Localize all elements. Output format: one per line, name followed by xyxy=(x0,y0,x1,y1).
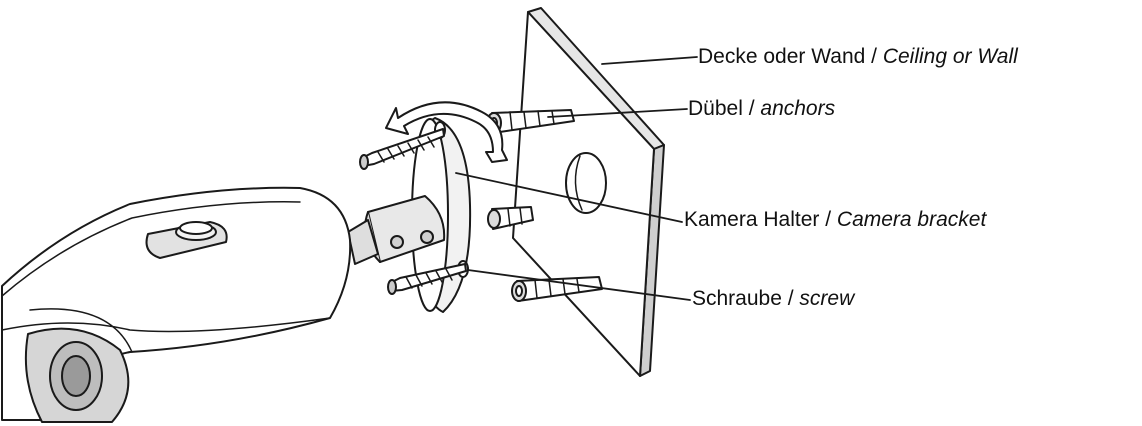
leader-camera-bracket xyxy=(455,172,683,223)
screw-top xyxy=(359,128,445,170)
label-camera-bracket-english: Camera bracket xyxy=(836,208,987,231)
label-ceiling-or-wall-german: Decke oder Wand xyxy=(698,45,866,68)
screw-bottom xyxy=(387,263,467,295)
label-separator: / xyxy=(865,45,883,68)
bracket-bolt-right xyxy=(420,230,434,244)
label-camera-bracket-german: Kamera Halter xyxy=(684,208,820,231)
camera-bracket xyxy=(347,117,472,313)
label-ceiling-or-wall-english: Ceiling or Wall xyxy=(882,45,1018,68)
label-screw: Schraube / screw xyxy=(692,287,854,311)
label-camera-bracket: Kamera Halter / Camera bracket xyxy=(684,208,986,232)
wall-plate xyxy=(512,7,665,377)
label-ceiling-or-wall: Decke oder Wand / Ceiling or Wall xyxy=(698,45,1018,69)
label-screw-german: Schraube xyxy=(692,287,782,310)
leader-screw xyxy=(467,269,691,301)
camera-body xyxy=(1,186,352,423)
label-separator: / xyxy=(781,287,800,310)
label-screw-english: screw xyxy=(799,287,855,310)
label-separator: / xyxy=(742,97,761,120)
label-anchors-english: anchors xyxy=(760,97,836,120)
anchor-middle xyxy=(487,206,534,230)
leader-ceiling-or-wall xyxy=(601,56,698,65)
label-anchors-german: Dübel xyxy=(688,97,743,120)
label-anchors: Dübel / anchors xyxy=(688,97,835,121)
bracket-bolt-left xyxy=(390,235,404,249)
label-separator: / xyxy=(819,208,837,231)
leader-lines xyxy=(455,56,698,301)
rotation-arrow-icon xyxy=(385,101,508,163)
leader-anchors xyxy=(547,108,688,118)
